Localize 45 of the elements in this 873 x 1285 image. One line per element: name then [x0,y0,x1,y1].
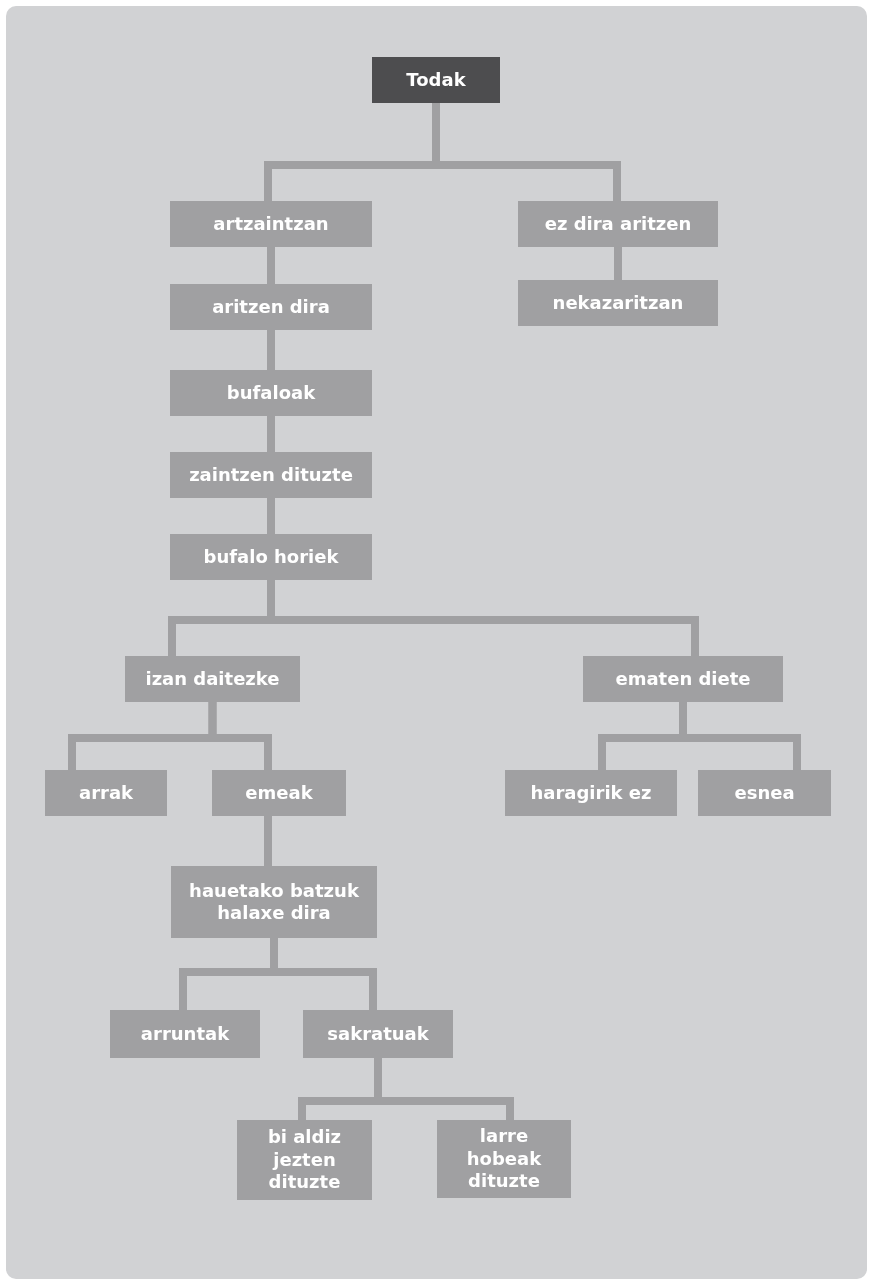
category-box [45,770,167,816]
category-box [125,656,300,702]
node-label: emeak [245,781,313,805]
node-label: hauetako batzuk halaxe dira [188,879,360,925]
node-label: izan daitezke [145,667,280,691]
category-box [518,280,718,326]
category-box [505,770,677,816]
category-box [518,201,718,247]
node-label: bufaloak [226,381,316,405]
node-label: arrak [79,781,133,805]
category-box [372,57,500,103]
category-box [437,1120,571,1198]
node-label: bi aldiz jezten dituzte [266,1126,343,1194]
category-box [303,1010,453,1058]
node-label: haragirik ez [530,781,652,805]
node-label: larre hobeak dituzte [465,1125,543,1193]
node-label: ematen diete [615,667,751,691]
node-label: nekazaritzan [552,291,684,315]
category-box [170,370,372,416]
category-box [110,1010,260,1058]
connector-line [614,247,622,280]
node-label: ez dira aritzen [544,212,692,236]
connector-line [267,330,275,370]
node-label: esnea [734,781,795,805]
category-box [170,534,372,580]
node-label: Todak [406,68,466,92]
connector-line [208,702,272,770]
node-label: aritzen dira [212,295,330,319]
node-label: sakratuak [327,1022,429,1046]
node-label: artzaintzan [213,212,329,236]
connector-line [267,247,275,284]
category-box [583,656,783,702]
node-label: arruntak [140,1022,230,1046]
connector-line [264,816,272,866]
category-box [170,452,372,498]
node-label: zaintzen dituzte [189,463,353,487]
node-label: bufalo horiek [203,545,339,569]
category-box [237,1120,372,1200]
category-box [171,866,377,938]
connector-line [267,498,275,534]
category-box [170,284,372,330]
category-box [212,770,346,816]
category-box [170,201,372,247]
category-box [698,770,831,816]
connector-line [267,416,275,452]
